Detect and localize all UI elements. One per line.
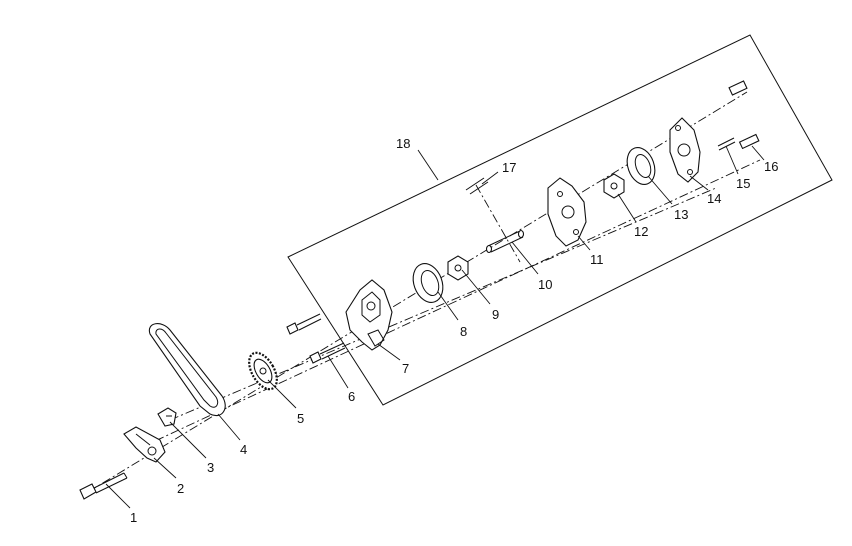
callout-9: 9 <box>492 307 499 322</box>
callout-6: 6 <box>348 389 355 404</box>
callout-18-assembly: 18 <box>396 136 410 151</box>
assembly-boundary <box>287 34 833 406</box>
tensioner-bracket-part-2 <box>123 426 166 463</box>
pin-part-15 <box>717 137 736 151</box>
callout-5: 5 <box>297 411 304 426</box>
bolts-part-6 <box>286 313 346 364</box>
bolt-part-1 <box>79 472 128 500</box>
inner-rotor-part-12 <box>603 173 625 199</box>
pump-housing-part-7 <box>345 279 393 351</box>
rotor-ring-part-8 <box>412 263 444 303</box>
plate-part-11 <box>547 177 587 247</box>
callout-17: 17 <box>502 160 516 175</box>
callout-2: 2 <box>177 481 184 496</box>
shaft-part-10 <box>485 229 525 254</box>
cover-part-14 <box>669 117 701 183</box>
callout-3: 3 <box>207 460 214 475</box>
callout-14: 14 <box>707 191 721 206</box>
dowel-part-16 <box>728 80 760 150</box>
callout-10: 10 <box>538 277 552 292</box>
callout-1: 1 <box>130 510 137 525</box>
callout-11: 11 <box>590 252 604 267</box>
leader-lines <box>105 145 765 509</box>
callout-8: 8 <box>460 324 467 339</box>
chain-part-4 <box>148 323 226 416</box>
callout-labels: 1 2 3 4 5 6 7 8 9 10 11 12 13 14 15 16 1… <box>130 136 778 525</box>
rotor-ring-part-13 <box>626 147 656 185</box>
inner-rotor-part-9 <box>447 255 469 281</box>
callout-15: 15 <box>736 176 750 191</box>
pins-part-17 <box>465 177 489 195</box>
sprocket-part-5 <box>248 351 278 391</box>
callout-4: 4 <box>240 442 247 457</box>
callout-16: 16 <box>764 159 778 174</box>
chain-guide-part-3 <box>157 407 177 427</box>
callout-13: 13 <box>674 207 688 222</box>
callout-7: 7 <box>402 361 409 376</box>
callout-12: 12 <box>634 224 648 239</box>
